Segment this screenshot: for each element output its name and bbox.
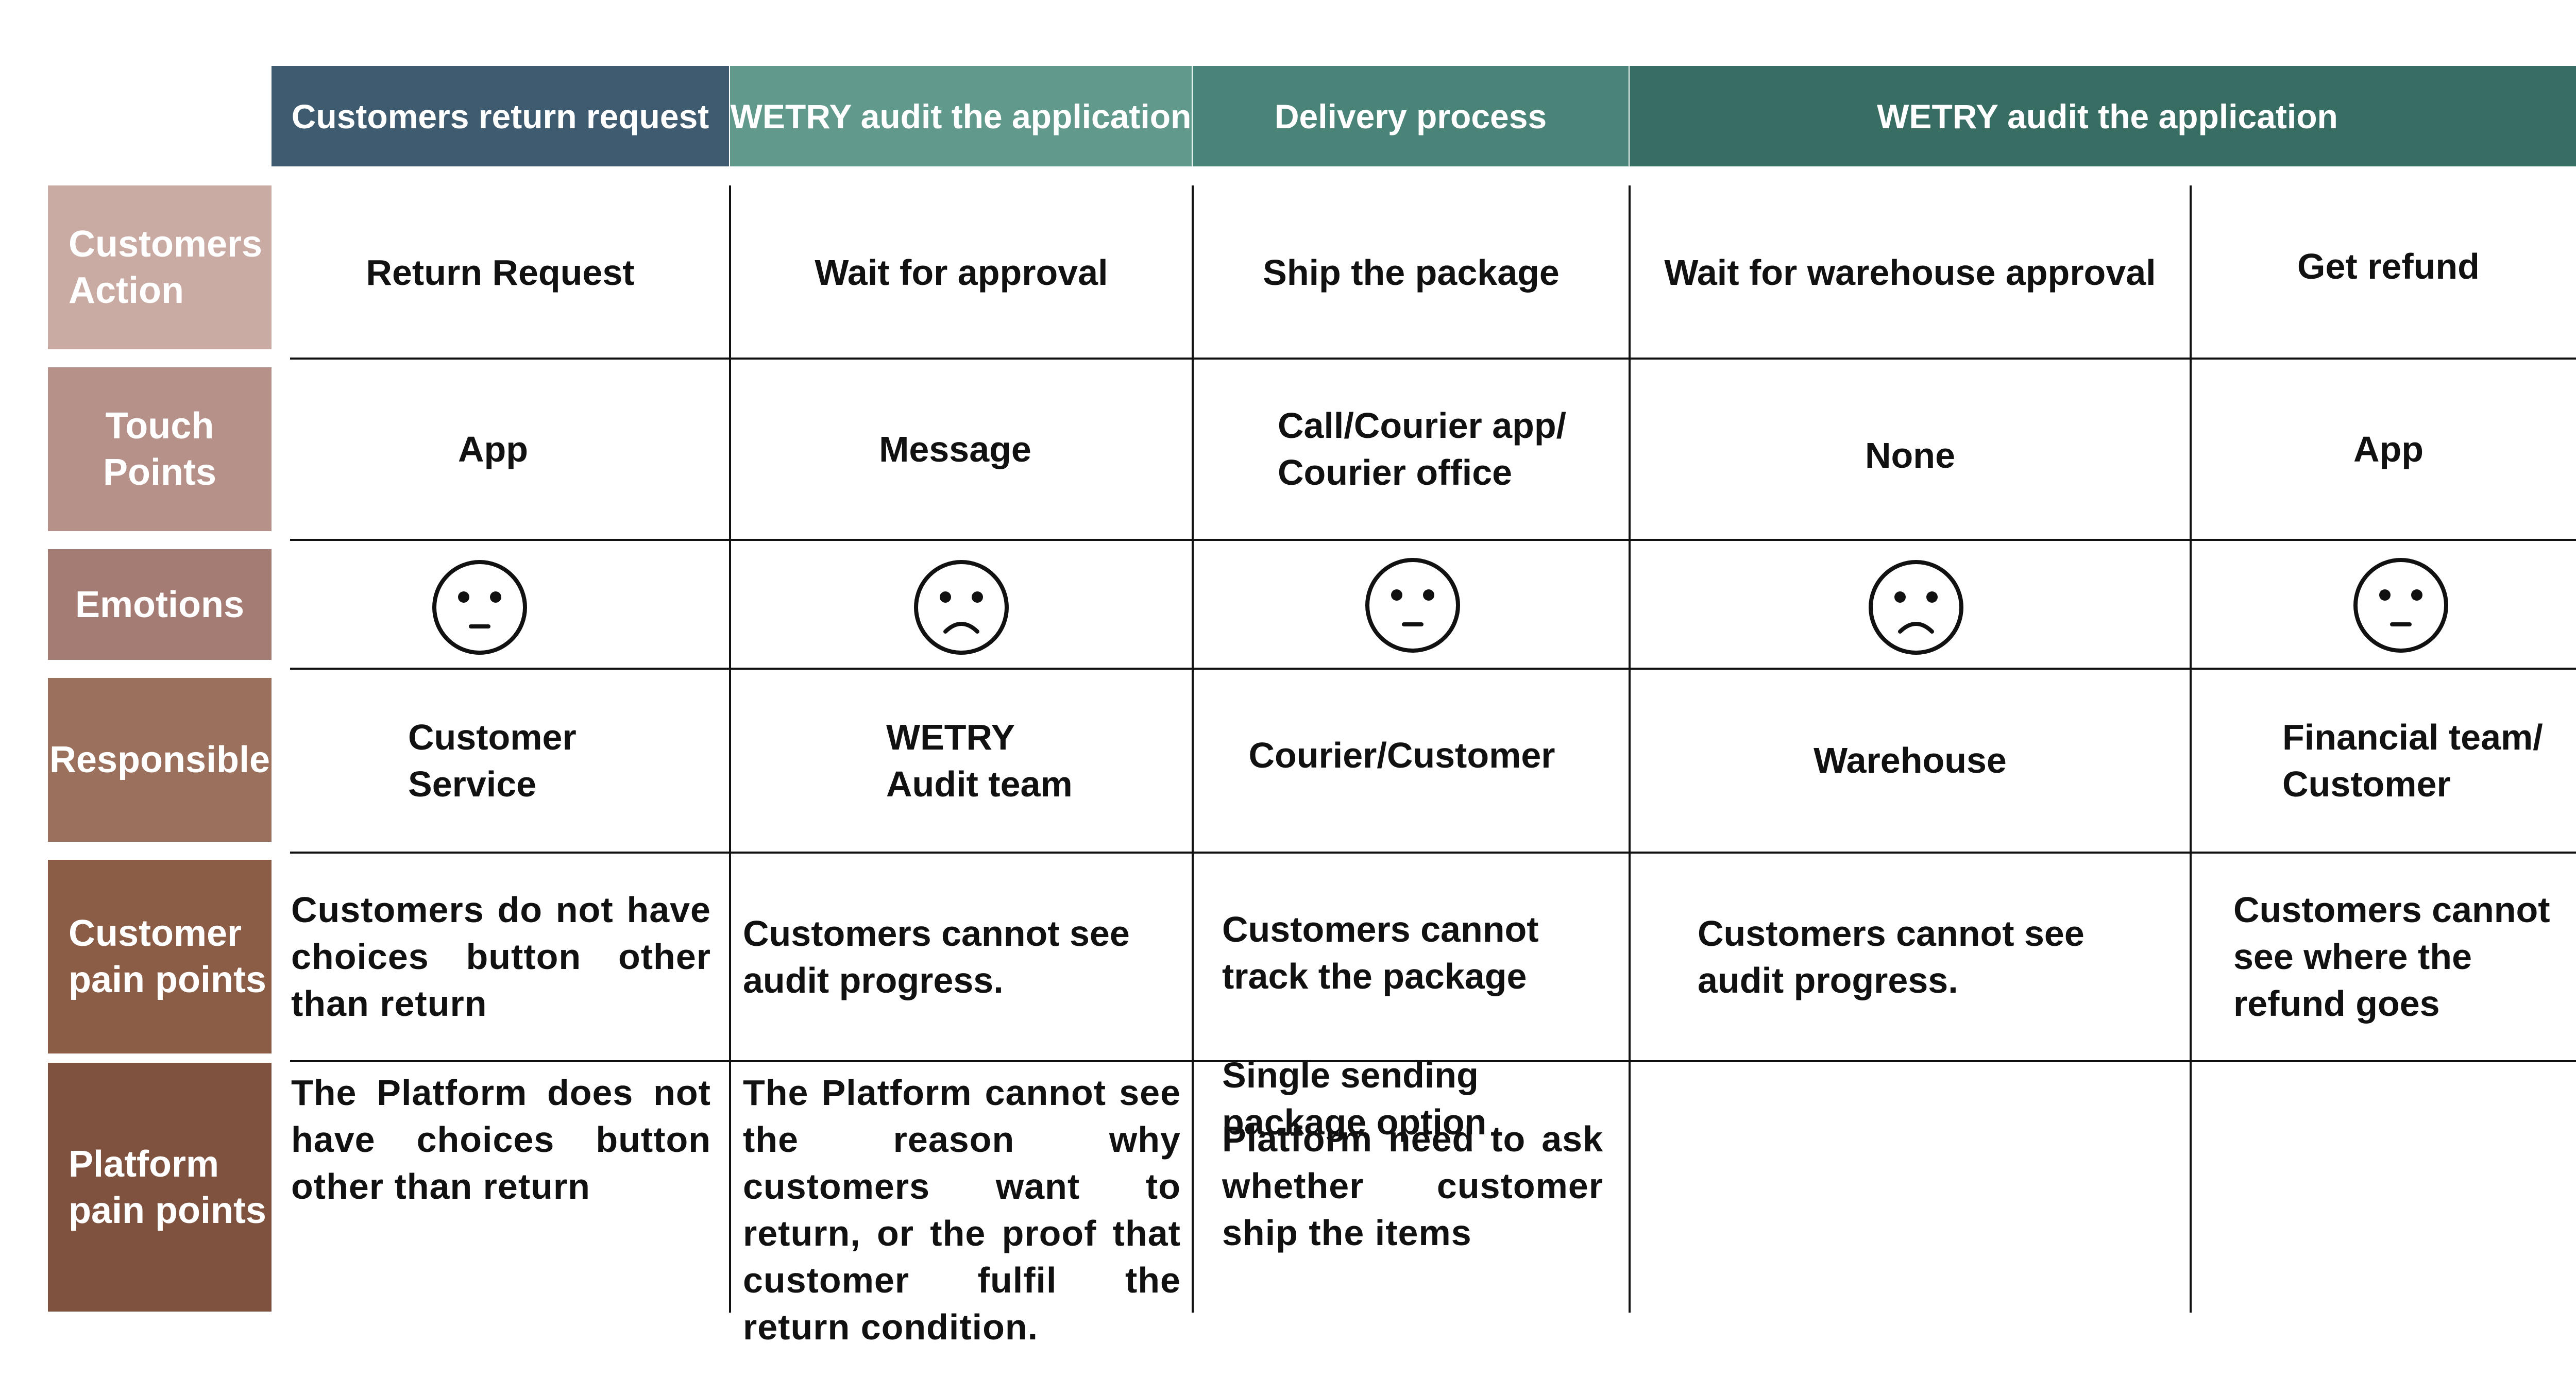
row-label-emotions: Emotions: [48, 549, 272, 660]
responsible-cell: Courier/Customer: [1248, 735, 1555, 775]
customer-pain-point-cell: Customers cannot see audit progress.: [1698, 913, 2084, 1000]
grid-divider: [290, 668, 2576, 670]
customer-pain-point-item: Customers cannot track the package: [1222, 909, 1539, 996]
responsible-cell: Customer Service: [408, 717, 577, 804]
responsible-cell: Financial team/ Customer: [2282, 717, 2543, 804]
sad-face-icon: [914, 560, 1009, 655]
phase-header-return-request: Customers return request: [272, 66, 729, 166]
responsible-cell: WETRY Audit team: [886, 717, 1073, 804]
action-cell: Wait for approval: [815, 252, 1108, 293]
grid-divider: [1192, 185, 1194, 1313]
sad-face-icon: [1869, 560, 1963, 655]
row-label-customers-action: Customers Action: [48, 185, 272, 349]
touch-point-cell: Message: [879, 429, 1031, 469]
platform-pain-point-cell: The Platform cannot see the reason why c…: [743, 1073, 1181, 1347]
customer-pain-point-cell: Customers do not have choices button oth…: [291, 890, 711, 1024]
customer-pain-point-cell: Customers cannot track the package Singl…: [1222, 859, 1624, 1142]
platform-pain-point-cell: Platform need to ask whether customer sh…: [1222, 1119, 1603, 1253]
grid-divider: [290, 539, 2576, 541]
grid-divider: [290, 358, 2576, 360]
row-label-platform-pain-points: Platform pain points: [48, 1063, 272, 1312]
customer-pain-point-cell: Customers cannot see where the refund go…: [2233, 890, 2550, 1024]
grid-divider: [290, 852, 2576, 854]
row-label-responsible: Responsible: [48, 678, 272, 842]
phase-header-warehouse-audit: WETRY audit the application: [1630, 66, 2576, 166]
phase-header-delivery-process: Delivery process: [1193, 66, 1629, 166]
touch-point-cell: None: [1865, 435, 1955, 475]
responsible-cell: Warehouse: [1814, 740, 2007, 780]
platform-pain-point-cell: [2207, 1069, 2576, 1312]
neutral-face-icon: [1365, 558, 1460, 653]
touch-point-cell: Call/Courier app/ Courier office: [1278, 405, 1567, 492]
row-label-customer-pain-points: Customer pain points: [48, 860, 272, 1053]
grid-divider: [290, 1060, 2576, 1062]
grid-divider: [729, 185, 731, 1313]
action-cell: Wait for warehouse approval: [1664, 252, 2156, 293]
neutral-face-icon: [2353, 558, 2448, 653]
grid-divider: [1629, 185, 1631, 1313]
platform-pain-point-cell: The Platform does not have choices butto…: [291, 1073, 711, 1206]
touch-point-cell: App: [457, 429, 529, 469]
grid-divider: [2190, 185, 2192, 1313]
customer-pain-point-cell: Customers cannot see audit progress.: [743, 913, 1130, 1000]
touch-point-cell: App: [2353, 429, 2424, 469]
action-cell: Ship the package: [1263, 252, 1560, 293]
customer-pain-point-item: Single sending package option: [1222, 1055, 1487, 1142]
row-label-touch-points: Touch Points: [48, 367, 272, 531]
phase-header-audit-application: WETRY audit the application: [730, 66, 1192, 166]
platform-pain-point-cell: [1646, 1069, 2177, 1312]
neutral-face-icon: [432, 560, 527, 655]
action-cell: Return Request: [366, 252, 635, 293]
action-cell: Get refund: [2297, 246, 2480, 286]
